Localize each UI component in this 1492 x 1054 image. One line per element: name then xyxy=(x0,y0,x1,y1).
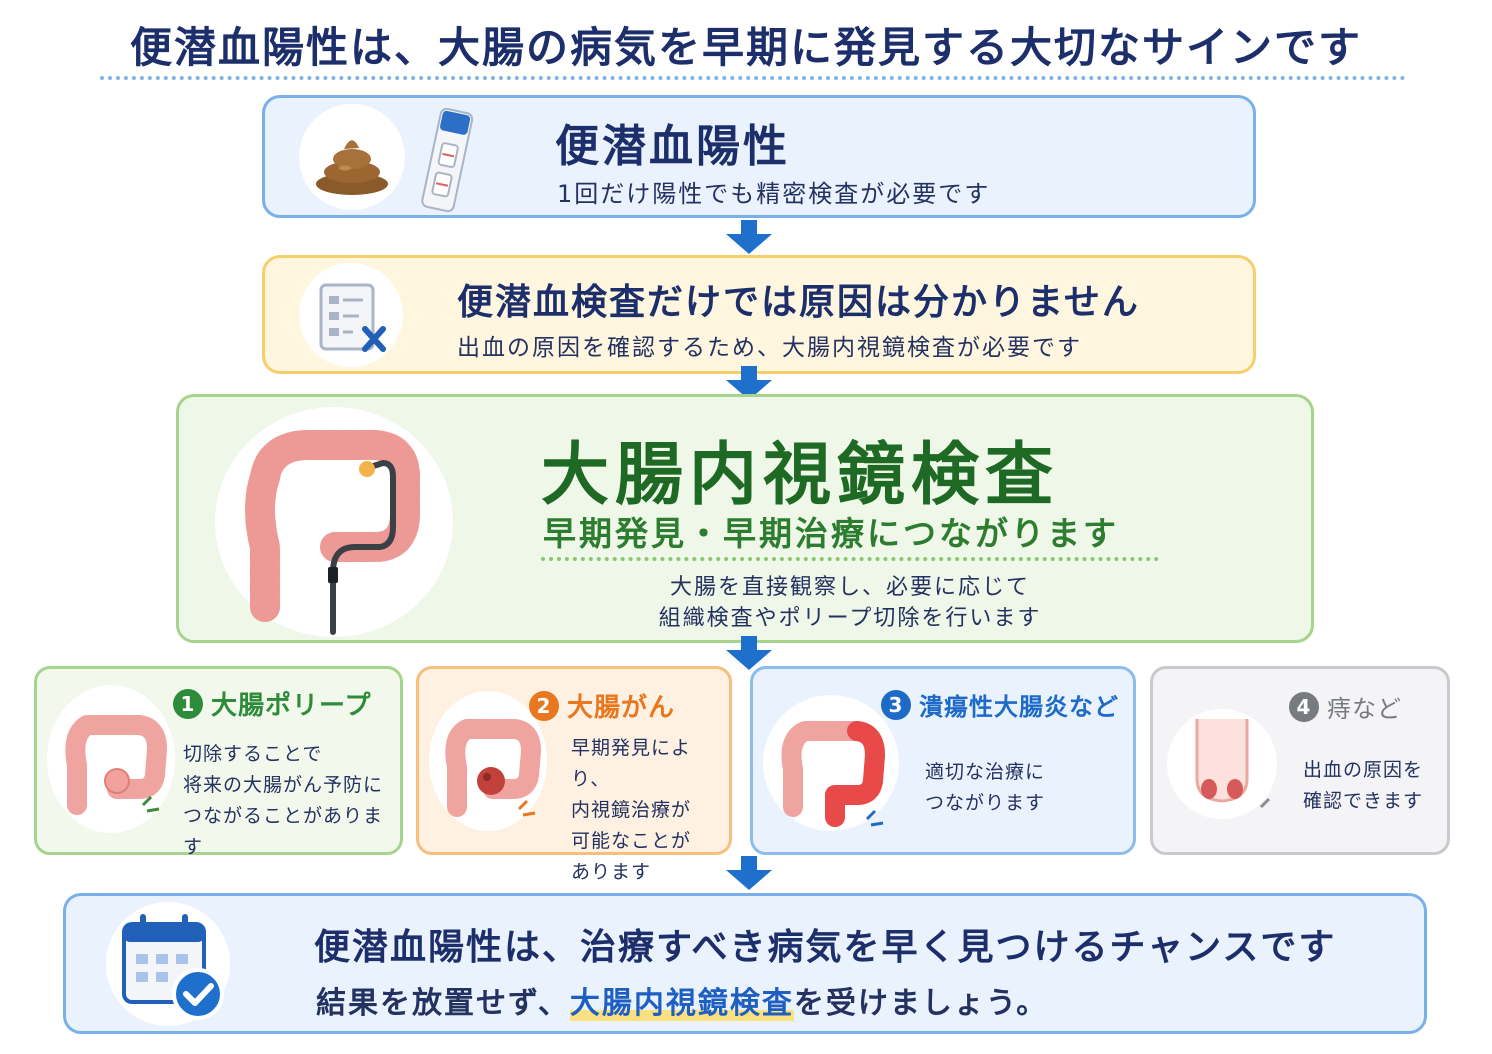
calendar-check-icon xyxy=(106,902,230,1026)
outcome-colitis-line: つながります xyxy=(925,792,1046,814)
outcome-hemorrhoid-card: 4 痔など 出血の原因を 確認できます xyxy=(1150,666,1450,855)
outcome-cancer-title-text: 大腸がん xyxy=(567,693,676,723)
outcome-hemorrhoid-line: 出血の原因を xyxy=(1303,759,1424,781)
outcome-colitis-title-text: 潰瘍性大腸炎など xyxy=(919,693,1119,721)
arrow-down-icon xyxy=(726,856,772,890)
conclusion-line-1: 便潜血陽性は、治療すべき病気を早く見つけるチャンスです xyxy=(314,927,1337,968)
arrow-down-icon xyxy=(726,220,772,254)
step3-text-1: 大腸を直接観察し、必要に応じて xyxy=(669,575,1030,600)
outcome-polyp-card: 1 大腸ポリープ 切除することで 将来の大腸がん予防に つながることがあります xyxy=(34,666,403,858)
outcome-colitis-line: 適切な治療に xyxy=(925,761,1046,783)
outcome-cancer-line: 可能なことが xyxy=(571,830,692,852)
outcome-polyp-line: 将来の大腸がん予防に xyxy=(183,774,384,796)
outcome-hemorrhoid-title-text: 痔など xyxy=(1327,695,1402,723)
outcome-hemorrhoid-title: 4 痔など xyxy=(1289,689,1402,724)
number-1-badge: 1 xyxy=(173,688,203,719)
step1-heading: 便潜血陽性 xyxy=(555,121,790,172)
step3-subheading: 早期発見・早期治療につながります xyxy=(543,514,1119,553)
hemorrhoid-icon xyxy=(1167,709,1277,819)
page-title: 便潜血陽性は、大腸の病気を早期に発見する大切なサインです xyxy=(129,23,1362,72)
stool-icon xyxy=(299,104,405,210)
outcome-colitis-card: 3 潰瘍性大腸炎など 適切な治療に つながります xyxy=(750,666,1136,855)
outcome-cancer-line: 内視鏡治療が xyxy=(571,799,692,821)
outcome-cancer-line: 早期発見により、 xyxy=(571,737,692,790)
step-cause-unknown: 便潜血検査だけでは原因は分かりません 出血の原因を確認するため、大腸内視鏡検査が… xyxy=(262,255,1256,374)
outcome-polyp-line: つながることがあります xyxy=(183,805,384,858)
conclusion-text-end: を受けましょう。 xyxy=(793,986,1049,1021)
step3-divider xyxy=(541,557,1159,561)
outcome-hemorrhoid-line: 確認できます xyxy=(1303,790,1424,812)
title-divider xyxy=(100,76,1406,80)
step2-heading: 便潜血検査だけでは原因は分かりません xyxy=(457,282,1140,323)
step3-text-2: 組織検査やポリープ切除を行います xyxy=(658,606,1042,631)
step-colonoscopy: 大腸内視鏡検査 早期発見・早期治療につながります 大腸を直接観察し、必要に応じて… xyxy=(176,394,1314,643)
number-4-badge: 4 xyxy=(1289,691,1319,722)
conclusion-text-start: 結果を放置せず、 xyxy=(316,986,570,1021)
number-2-badge: 2 xyxy=(529,690,559,721)
report-x-icon xyxy=(299,263,403,367)
arrow-down-icon xyxy=(726,636,772,670)
outcome-polyp-title-text: 大腸ポリープ xyxy=(211,691,372,721)
colon-inflamed-icon xyxy=(763,695,899,831)
outcome-polyp-line: 切除することで xyxy=(183,743,323,765)
conclusion-panel: 便潜血陽性は、治療すべき病気を早く見つけるチャンスです 結果を放置せず、大腸内視… xyxy=(63,893,1427,1034)
outcome-polyp-title: 1 大腸ポリープ xyxy=(173,685,371,722)
colon-polyp-icon xyxy=(47,685,175,833)
highlight-colonoscopy: 大腸内視鏡検査 xyxy=(569,986,794,1021)
test-kit-icon xyxy=(417,106,477,216)
step-positive-result: 便潜血陽性 1回だけ陽性でも精密検査が必要です xyxy=(262,95,1256,218)
outcome-cancer-card: 2 大腸がん 早期発見により、 内視鏡治療が 可能なことが あります xyxy=(416,666,732,883)
number-3-badge: 3 xyxy=(881,689,911,720)
colon-cancer-icon xyxy=(429,691,547,831)
step3-heading: 大腸内視鏡検査 xyxy=(541,436,1060,515)
colon-endoscope-icon xyxy=(215,407,453,637)
outcome-cancer-title: 2 大腸がん xyxy=(529,687,675,724)
conclusion-line-2: 結果を放置せず、大腸内視鏡検査を受けましょう。 xyxy=(316,978,1048,1022)
arrow-down-icon xyxy=(726,366,772,400)
step2-text: 出血の原因を確認するため、大腸内視鏡検査が必要です xyxy=(457,335,1082,361)
outcome-cancer-line: あります xyxy=(571,861,652,883)
outcome-colitis-title: 3 潰瘍性大腸炎など xyxy=(881,687,1119,722)
step1-text: 1回だけ陽性でも精密検査が必要です xyxy=(557,180,991,208)
